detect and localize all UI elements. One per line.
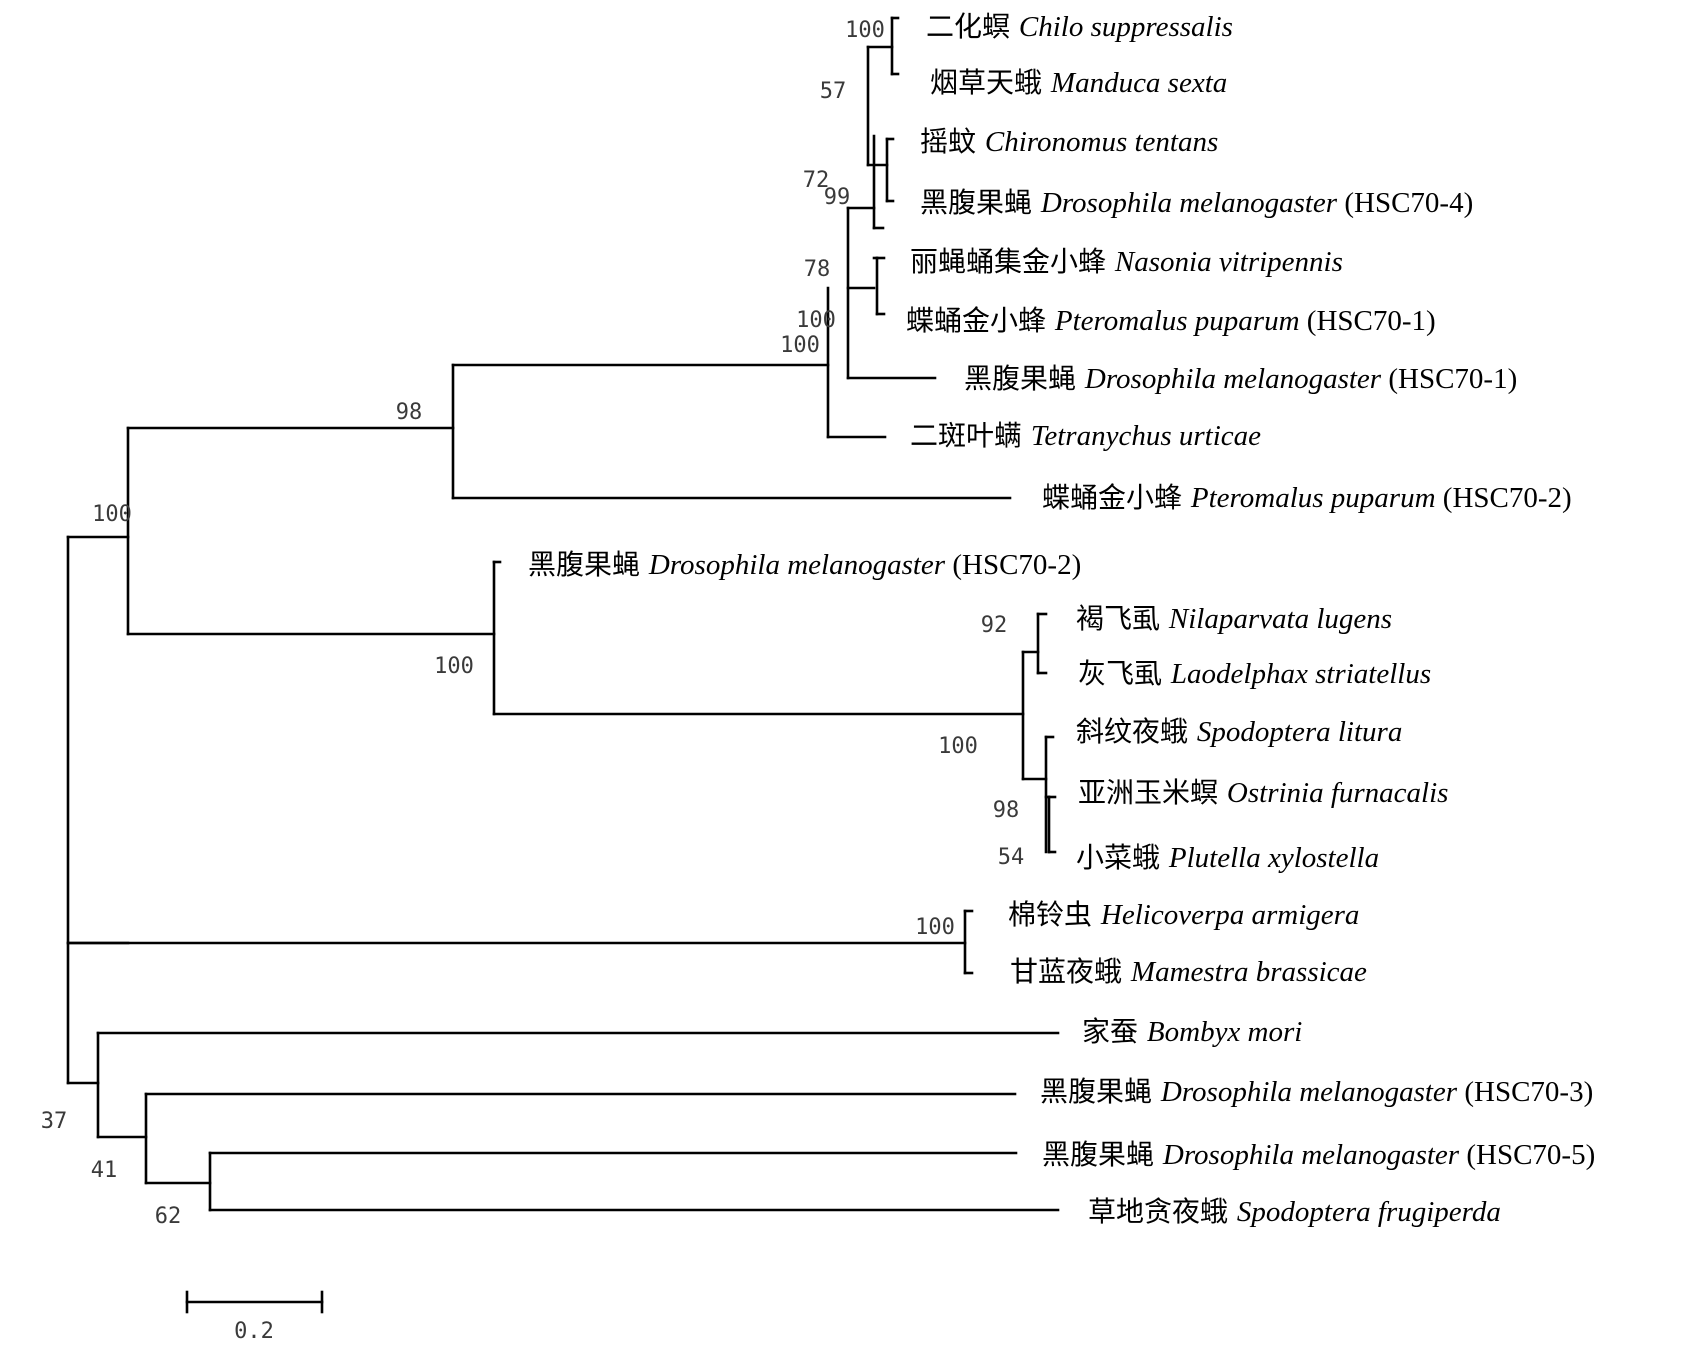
taxon-species-name: Plutella xylostella — [1168, 842, 1379, 874]
taxon-species-name: Helicoverpa armigera — [1100, 899, 1360, 931]
taxon-chinese-name: 摇蚊 — [920, 125, 985, 158]
taxon-label: 蝶蛹金小蜂 Pteromalus puparum (HSC70-2) — [1042, 481, 1572, 514]
bootstrap-value: 78 — [804, 257, 831, 282]
scale-bar: 0.2 — [185, 1290, 324, 1344]
taxon-gene-name: (HSC70-3) — [1457, 1076, 1593, 1108]
taxon-species-name: Chilo suppressalis — [1019, 11, 1233, 43]
taxon-gene-name: (HSC70-1) — [1381, 363, 1517, 395]
taxon-label: 黑腹果蝇 Drosophila melanogaster (HSC70-1) — [964, 362, 1517, 395]
bootstrap-labels: 1005772997810010098100921001009854100374… — [41, 18, 1025, 1229]
tree-branches — [66, 16, 1060, 1212]
taxon-species-name: Bombyx mori — [1147, 1016, 1302, 1048]
bootstrap-value: 54 — [998, 845, 1025, 870]
taxon-chinese-name: 丽蝇蛹集金小蜂 — [910, 245, 1115, 278]
taxon-chinese-name: 小菜蛾 — [1076, 841, 1169, 874]
taxon-chinese-name: 灰飞虱 — [1078, 657, 1171, 690]
taxon-chinese-name: 蝶蛹金小蜂 — [1042, 481, 1191, 514]
taxon-chinese-name: 甘蓝夜蛾 — [1010, 955, 1131, 988]
bootstrap-value: 62 — [155, 1204, 182, 1229]
taxon-label: 草地贪夜蛾 Spodoptera frugiperda — [1088, 1195, 1501, 1228]
taxon-species-name: Manduca sexta — [1050, 67, 1227, 99]
taxon-label: 黑腹果蝇 Drosophila melanogaster (HSC70-5) — [1042, 1138, 1595, 1171]
taxon-label: 棉铃虫 Helicoverpa armigera — [1008, 898, 1359, 931]
taxon-gene-name: (HSC70-4) — [1337, 187, 1473, 219]
taxon-chinese-name: 斜纹夜蛾 — [1076, 715, 1197, 748]
taxon-chinese-name: 棉铃虫 — [1008, 898, 1101, 931]
taxon-species-name: Pteromalus puparum — [1190, 482, 1436, 514]
taxon-label: 黑腹果蝇 Drosophila melanogaster (HSC70-2) — [528, 548, 1081, 581]
taxon-species-name: Mamestra brassicae — [1130, 956, 1367, 988]
taxon-gene-name: (HSC70-2) — [945, 549, 1081, 581]
bootstrap-value: 100 — [92, 502, 132, 527]
taxon-chinese-name: 草地贪夜蛾 — [1088, 1195, 1237, 1228]
taxon-species-name: Tetranychus urticae — [1031, 420, 1261, 452]
taxon-label: 二化螟 Chilo suppressalis — [926, 10, 1233, 43]
taxon-label: 灰飞虱 Laodelphax striatellus — [1078, 657, 1431, 690]
bootstrap-value: 92 — [981, 613, 1008, 638]
taxon-chinese-name: 黑腹果蝇 — [964, 362, 1085, 395]
bootstrap-value: 100 — [845, 18, 885, 43]
bootstrap-value: 98 — [993, 798, 1020, 823]
bootstrap-value: 98 — [396, 400, 423, 425]
taxon-chinese-name: 家蚕 — [1082, 1015, 1147, 1048]
taxon-label: 黑腹果蝇 Drosophila melanogaster (HSC70-3) — [1040, 1075, 1593, 1108]
taxon-species-name: Nilaparvata lugens — [1168, 603, 1392, 635]
taxon-species-name: Spodoptera frugiperda — [1237, 1196, 1501, 1228]
taxon-label: 二斑叶螨 Tetranychus urticae — [910, 419, 1261, 452]
scale-bar-label: 0.2 — [234, 1319, 274, 1344]
taxon-label: 斜纹夜蛾 Spodoptera litura — [1076, 715, 1402, 748]
taxon-species-name: Drosophila melanogaster — [1040, 187, 1338, 219]
taxon-chinese-name: 二化螟 — [926, 10, 1019, 43]
bootstrap-value: 37 — [41, 1109, 68, 1134]
bootstrap-value: 41 — [91, 1158, 118, 1183]
taxon-label: 丽蝇蛹集金小蜂 Nasonia vitripennis — [910, 245, 1343, 278]
taxon-chinese-name: 烟草天蛾 — [930, 66, 1051, 99]
bootstrap-value: 72 — [803, 168, 830, 193]
bootstrap-value: 100 — [434, 654, 474, 679]
taxon-species-name: Drosophila melanogaster — [648, 549, 946, 581]
bootstrap-value: 100 — [938, 734, 978, 759]
taxon-gene-name: (HSC70-2) — [1436, 482, 1572, 514]
taxon-species-name: Drosophila melanogaster — [1084, 363, 1382, 395]
bootstrap-value: 99 — [824, 185, 851, 210]
taxon-chinese-name: 黑腹果蝇 — [1040, 1075, 1161, 1108]
taxon-chinese-name: 蝶蛹金小蜂 — [906, 304, 1055, 337]
taxon-chinese-name: 二斑叶螨 — [910, 419, 1031, 452]
taxon-species-name: Laodelphax striatellus — [1170, 658, 1431, 690]
taxon-chinese-name: 褐飞虱 — [1076, 602, 1169, 635]
taxon-label: 蝶蛹金小蜂 Pteromalus puparum (HSC70-1) — [906, 304, 1436, 337]
taxon-label: 小菜蛾 Plutella xylostella — [1076, 841, 1379, 874]
taxon-label: 亚洲玉米螟 Ostrinia furnacalis — [1078, 776, 1448, 809]
taxon-species-name: Spodoptera litura — [1197, 716, 1402, 748]
taxon-species-name: Chironomus tentans — [985, 126, 1218, 158]
bootstrap-value: 100 — [796, 308, 836, 333]
taxon-chinese-name: 黑腹果蝇 — [528, 548, 649, 581]
taxon-labels: 二化螟 Chilo suppressalis 烟草天蛾 Manduca sexta… — [528, 10, 1595, 1228]
taxon-gene-name: (HSC70-5) — [1459, 1139, 1595, 1171]
taxon-label: 烟草天蛾 Manduca sexta — [930, 66, 1227, 99]
taxon-chinese-name: 黑腹果蝇 — [920, 186, 1041, 219]
bootstrap-value: 100 — [780, 333, 820, 358]
taxon-label: 家蚕 Bombyx mori — [1082, 1015, 1302, 1048]
taxon-species-name: Drosophila melanogaster — [1162, 1139, 1460, 1171]
taxon-label: 甘蓝夜蛾 Mamestra brassicae — [1010, 955, 1367, 988]
taxon-chinese-name: 亚洲玉米螟 — [1078, 776, 1227, 809]
taxon-species-name: Drosophila melanogaster — [1160, 1076, 1458, 1108]
bootstrap-value: 57 — [820, 79, 847, 104]
taxon-label: 黑腹果蝇 Drosophila melanogaster (HSC70-4) — [920, 186, 1473, 219]
taxon-species-name: Ostrinia furnacalis — [1227, 777, 1449, 809]
bootstrap-value: 100 — [915, 915, 955, 940]
taxon-species-name: Pteromalus puparum — [1054, 305, 1300, 337]
taxon-gene-name: (HSC70-1) — [1300, 305, 1436, 337]
taxon-chinese-name: 黑腹果蝇 — [1042, 1138, 1163, 1171]
taxon-label: 褐飞虱 Nilaparvata lugens — [1076, 602, 1392, 635]
taxon-label: 摇蚊 Chironomus tentans — [920, 125, 1218, 158]
taxon-species-name: Nasonia vitripennis — [1114, 246, 1343, 278]
